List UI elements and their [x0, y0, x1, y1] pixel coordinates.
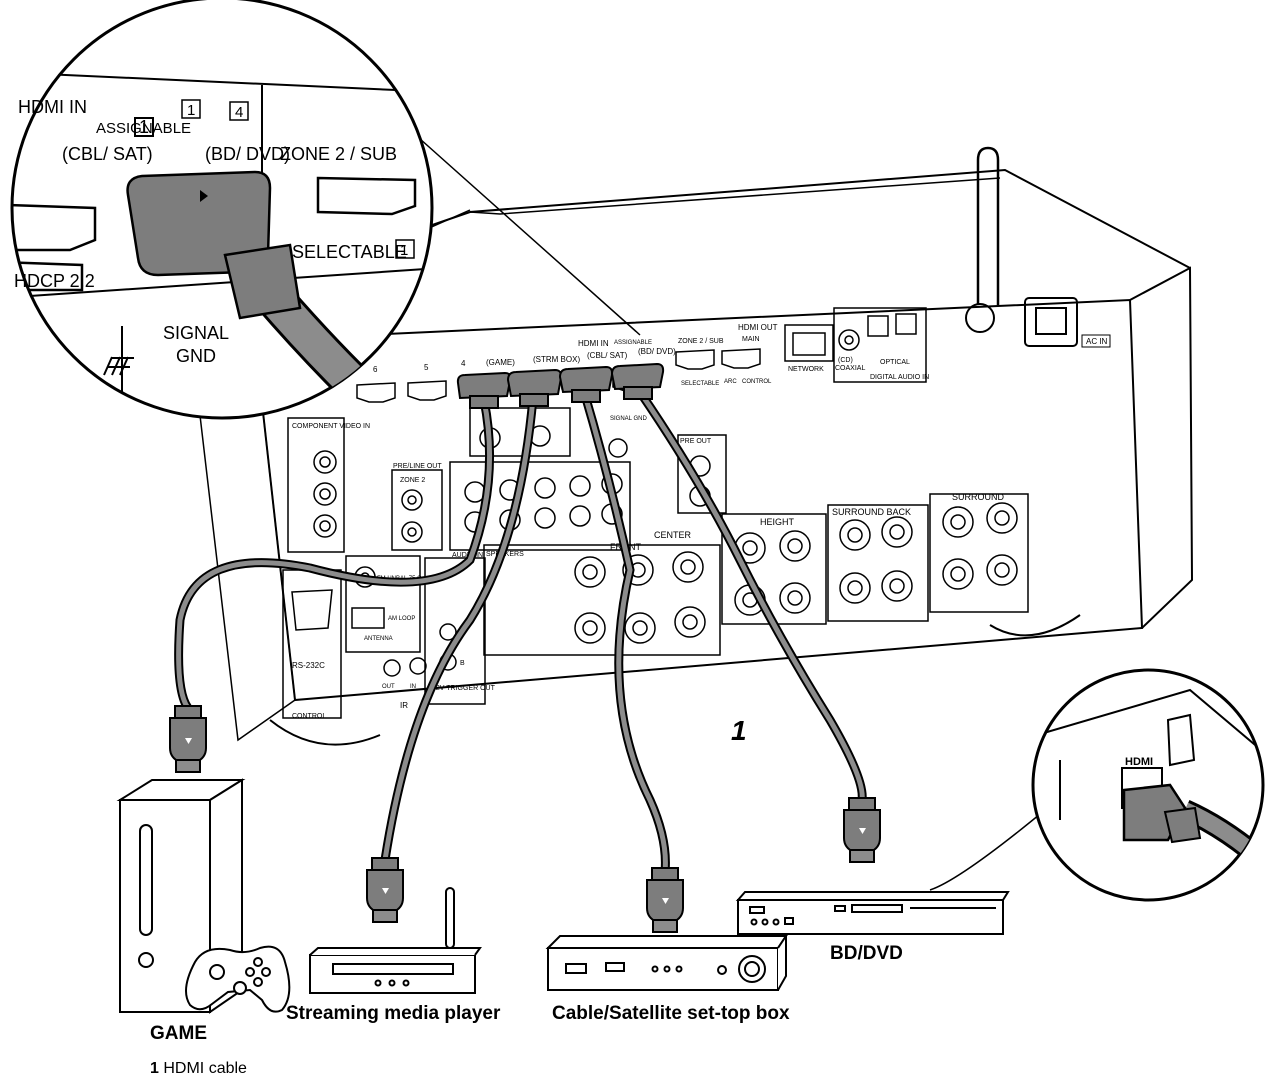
network-label: NETWORK	[788, 366, 824, 373]
zone2-label: ZONE 2	[400, 477, 425, 484]
port-3-name: (STRM BOX)	[533, 355, 580, 364]
trigger-label: 12V TRIGGER OUT	[432, 685, 496, 692]
zoom-signal: SIGNAL	[163, 323, 229, 343]
center-label: CENTER	[654, 530, 692, 540]
streaming-label: Streaming media player	[286, 1003, 501, 1024]
bd-dvd-label: BD/DVD	[830, 943, 903, 964]
hdmi-plugs-receiver	[456, 362, 665, 409]
port-6-num: 6	[373, 365, 378, 374]
zoom-hdcp: HDCP 2.2	[14, 271, 95, 291]
assignable-tag: ASSIGNABLE	[614, 340, 652, 346]
zone2-sub-label: ZONE 2 / SUB	[678, 338, 724, 345]
zoom-range-end: 4	[235, 104, 243, 121]
surround-back-label: SURROUND BACK	[832, 507, 911, 517]
component-video-in	[287, 417, 345, 553]
zoom-detail-bd-hdmi: HDMI	[929, 668, 1265, 902]
port-5-num: 5	[424, 363, 429, 372]
hdmi-plugs-devices	[169, 705, 881, 923]
bd-dvd-player	[735, 891, 1010, 935]
ir-in-label: IN	[410, 684, 416, 690]
port-1-name: (BD/ DVD)	[638, 347, 676, 356]
signal-gnd-label: SIGNAL GND	[610, 416, 647, 422]
optical-jack-2	[895, 313, 917, 335]
control-section-label: CONTROL	[292, 713, 326, 720]
trigger-panel	[424, 557, 486, 705]
zoom-zone2-sub: ZONE 2 / SUB	[280, 144, 397, 164]
hdmi-in-header: HDMI IN	[578, 339, 609, 348]
ir-out-label: OUT	[382, 684, 395, 690]
zoom-detail-hdmi-input: HDMI IN ASSIGNABLE 1 4 (CBL/ SAT) 1 (BD/…	[10, 0, 641, 420]
optical-label: OPTICAL	[880, 359, 910, 366]
main-label: MAIN	[742, 336, 760, 343]
streaming-player	[309, 887, 482, 994]
caption-text: HDMI cable	[163, 1060, 247, 1077]
zoom-range-start: 1	[187, 102, 195, 119]
height-label: HEIGHT	[760, 517, 795, 527]
antenna-label: ANTENNA	[364, 636, 393, 642]
control-label: CONTROL	[742, 379, 772, 385]
caption: 1 HDMI cable	[150, 1060, 247, 1078]
speaker-terminals	[483, 493, 1029, 656]
zoom-port-num: 1	[139, 117, 149, 137]
pre-line-out-label: PRE/LINE OUT	[393, 463, 442, 470]
step-number: 1	[731, 715, 747, 746]
hdmi-cables	[174, 387, 867, 877]
optical-jack-1	[867, 315, 889, 337]
game-controller-icon	[185, 945, 291, 1013]
port-2-name: (CBL/ SAT)	[587, 351, 628, 360]
ir-label: IR	[400, 701, 408, 710]
audio-in-jacks	[449, 407, 631, 551]
port-4-name: (GAME)	[486, 358, 515, 367]
port-4-num: 4	[461, 359, 466, 368]
cable-box-label: Cable/Satellite set-top box	[552, 1003, 790, 1024]
arc-label: ARC	[724, 379, 737, 385]
trigger-b-label: B	[460, 660, 465, 667]
zoom-assignable: ASSIGNABLE	[96, 120, 191, 137]
ac-in-label: AC IN	[1086, 337, 1108, 346]
zoom-hdmi-label: HDMI	[1125, 756, 1153, 768]
coaxial-label: COAXIAL	[835, 365, 865, 372]
zoom-hdmi-in: HDMI IN	[18, 97, 87, 117]
am-loop-label: AM LOOP	[388, 616, 415, 622]
zoom-selectable: SELECTABLE	[292, 242, 407, 262]
network-port	[784, 324, 834, 362]
game-label: GAME	[150, 1023, 207, 1044]
pre-out-label: PRE OUT	[680, 438, 712, 445]
zoom-selectable-num: 1	[400, 242, 408, 259]
surround-label: SURROUND	[952, 492, 1005, 502]
digital-audio-in-label: DIGITAL AUDIO IN	[870, 374, 929, 381]
component-video-label: COMPONENT VIDEO IN	[292, 423, 370, 430]
zoom-cbl-sat: (CBL/ SAT)	[62, 144, 153, 164]
rs232c-label: RS-232C	[292, 661, 325, 670]
zoom-gnd: GND	[176, 346, 216, 366]
selectable-label: SELECTABLE	[681, 381, 719, 387]
antenna-panel	[345, 555, 421, 653]
cable-satellite-box	[545, 932, 788, 991]
zoom-bd-dvd: (BD/ DVD)	[205, 144, 290, 164]
cd-label: (CD)	[838, 357, 853, 364]
hdmi-out-label: HDMI OUT	[738, 323, 778, 332]
coaxial-jack	[838, 329, 860, 351]
caption-number: 1	[150, 1060, 159, 1077]
pre-line-out	[391, 469, 443, 551]
